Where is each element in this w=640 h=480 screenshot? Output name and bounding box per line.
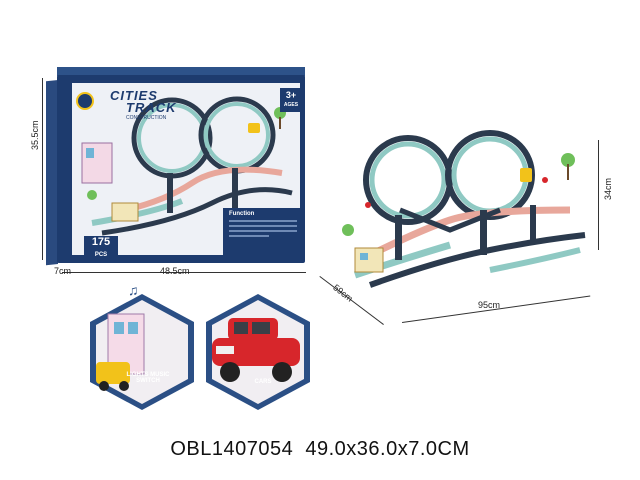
cars-feature bbox=[206, 294, 310, 410]
box-top-edge bbox=[57, 67, 305, 76]
music-note-icon: ♫ bbox=[128, 282, 139, 298]
box-height-line bbox=[42, 78, 43, 260]
function-panel: Function bbox=[223, 208, 303, 258]
box-width-line bbox=[62, 272, 306, 273]
assembled-track-illustration bbox=[342, 130, 586, 288]
product-code-and-size: OBL1407054 49.0x36.0x7.0CM bbox=[170, 438, 470, 460]
set-height-line bbox=[598, 140, 599, 250]
age-value: 3+ bbox=[285, 90, 297, 100]
brand-emblem-icon bbox=[76, 92, 94, 110]
cars-label: CARS bbox=[254, 379, 272, 385]
function-title: Function bbox=[229, 211, 255, 217]
brand-subtitle: CONSTRUCTION bbox=[126, 115, 167, 121]
brand-logo: CITIES TRACK CONSTRUCTION bbox=[96, 88, 186, 122]
age-caption: AGES bbox=[283, 102, 299, 108]
box-height-label: 35.5cm bbox=[30, 120, 40, 150]
piece-count-tag: 175 PCS bbox=[84, 236, 118, 258]
piece-unit: PCS bbox=[94, 252, 108, 258]
set-height-label: 34cm bbox=[603, 177, 613, 200]
brand-line-2: TRACK bbox=[126, 100, 177, 115]
box-track-illustration bbox=[81, 96, 293, 236]
box-width-label: 48.5cm bbox=[160, 266, 190, 276]
piece-count: 175 bbox=[91, 236, 111, 248]
age-badge: 3+ AGES bbox=[280, 88, 302, 112]
lights-music-feature bbox=[90, 294, 194, 410]
box-depth-label: 7cm bbox=[54, 266, 72, 276]
set-width-label: 95cm bbox=[478, 300, 501, 310]
lights-music-label: LIGHTS MUSIC SWITCH bbox=[126, 372, 170, 384]
brand-line-1: CITIES bbox=[110, 88, 158, 103]
